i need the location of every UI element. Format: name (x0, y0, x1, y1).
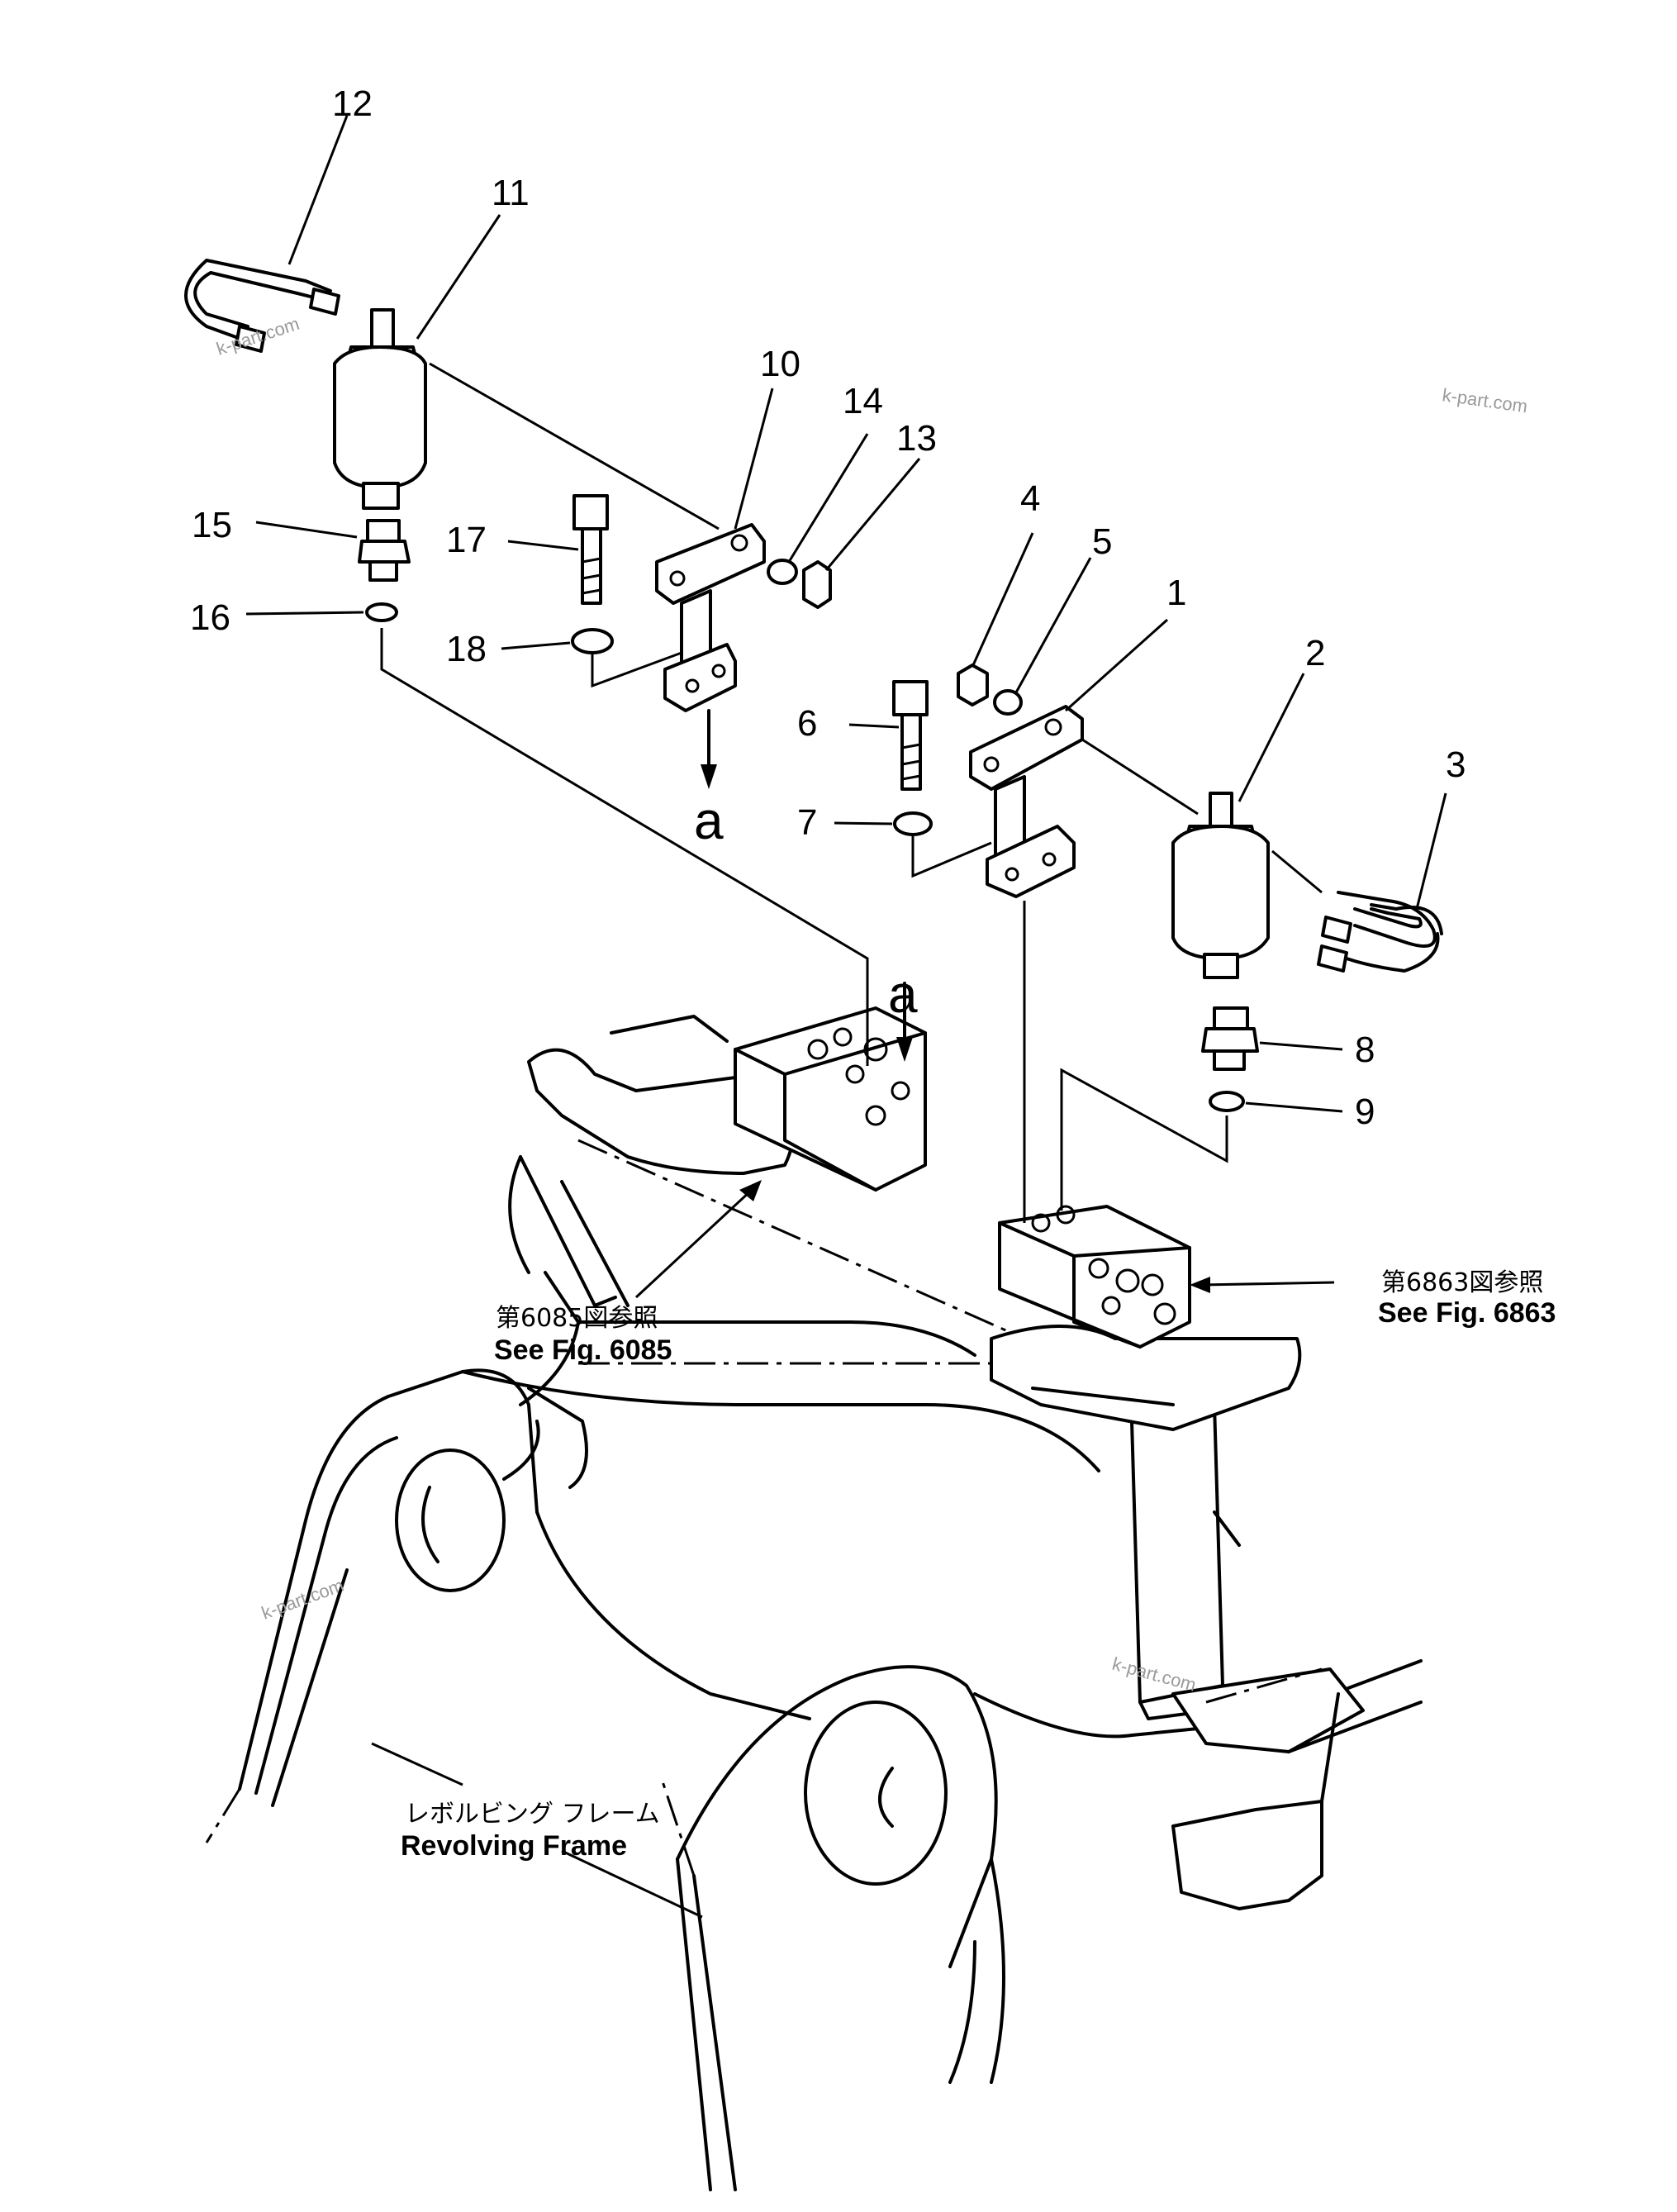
ref-6085-en: See Fig. 6085 (494, 1334, 672, 1366)
accumulator-11 (333, 308, 427, 510)
label-9: 9 (1355, 1092, 1375, 1132)
washer-7 (893, 811, 933, 836)
label-2: 2 (1305, 633, 1325, 673)
frame-bore-right (804, 1701, 948, 1886)
assembly-lines (380, 362, 1323, 1223)
bracket-1 (969, 705, 1084, 898)
label-14: 14 (843, 381, 883, 421)
right-boom-arm (990, 1325, 1302, 1431)
label-13: 13 (896, 418, 937, 459)
hose-loop-12 (184, 259, 340, 353)
label-11: 11 (492, 173, 530, 213)
frame-bore-left (395, 1449, 506, 1592)
label-10: 10 (760, 344, 800, 384)
bolt-17 (572, 494, 609, 605)
label-1: 1 (1166, 573, 1186, 613)
label-17: 17 (446, 520, 487, 560)
label-12: 12 (332, 83, 373, 124)
label-18: 18 (446, 629, 487, 669)
washer-18 (571, 628, 614, 654)
bolt-6 (892, 680, 929, 791)
adapter-15 (358, 519, 411, 582)
valve-block-6863 (998, 1205, 1191, 1349)
bracket-10 (655, 523, 766, 712)
washer-5 (993, 689, 1023, 716)
o-ring-16 (365, 602, 398, 622)
revolving-frame (205, 1271, 1423, 2191)
frame-right-column (1130, 1403, 1365, 1910)
arrow-a-into-block (896, 982, 913, 1062)
label-3: 3 (1446, 744, 1466, 785)
arrow-a-down (701, 709, 717, 789)
washer-14 (767, 559, 798, 585)
frame-label-en: Revolving Frame (401, 1830, 627, 1862)
label-4: 4 (1020, 478, 1040, 519)
frame-label-jp: レボルビング フレーム (405, 1800, 660, 1829)
label-5: 5 (1092, 521, 1112, 562)
nut-13 (802, 560, 832, 609)
part-labels: 12 11 15 16 17 18 10 14 13 4 5 1 2 3 6 7… (190, 83, 1466, 1132)
ref-6863-jp: 第6863図参照 (1381, 1268, 1543, 1297)
valve-block-6085 (734, 1006, 927, 1192)
nut-4 (957, 664, 989, 706)
label-6: 6 (797, 703, 817, 744)
watermark-2: k-part.com (1441, 384, 1528, 416)
label-7: 7 (797, 802, 817, 843)
leader-lines (245, 115, 1447, 1919)
ref-6085-jp: 第6085図参照 (496, 1304, 658, 1333)
o-ring-9 (1209, 1091, 1245, 1112)
label-8: 8 (1355, 1030, 1375, 1070)
label-15: 15 (192, 505, 232, 545)
accumulator-2 (1171, 792, 1270, 979)
ref-6863-en: See Fig. 6863 (1378, 1297, 1556, 1329)
marker-a-arrow: a (694, 791, 724, 850)
label-16: 16 (190, 597, 230, 638)
reference-notes: 第6085図参照 See Fig. 6085 第6863図参照 See Fig.… (401, 1268, 1556, 1862)
hose-loop-3 (1317, 891, 1443, 973)
marker-a-block: a (888, 964, 918, 1024)
adapter-8 (1201, 1006, 1259, 1071)
frame-left-column (508, 1155, 629, 1307)
